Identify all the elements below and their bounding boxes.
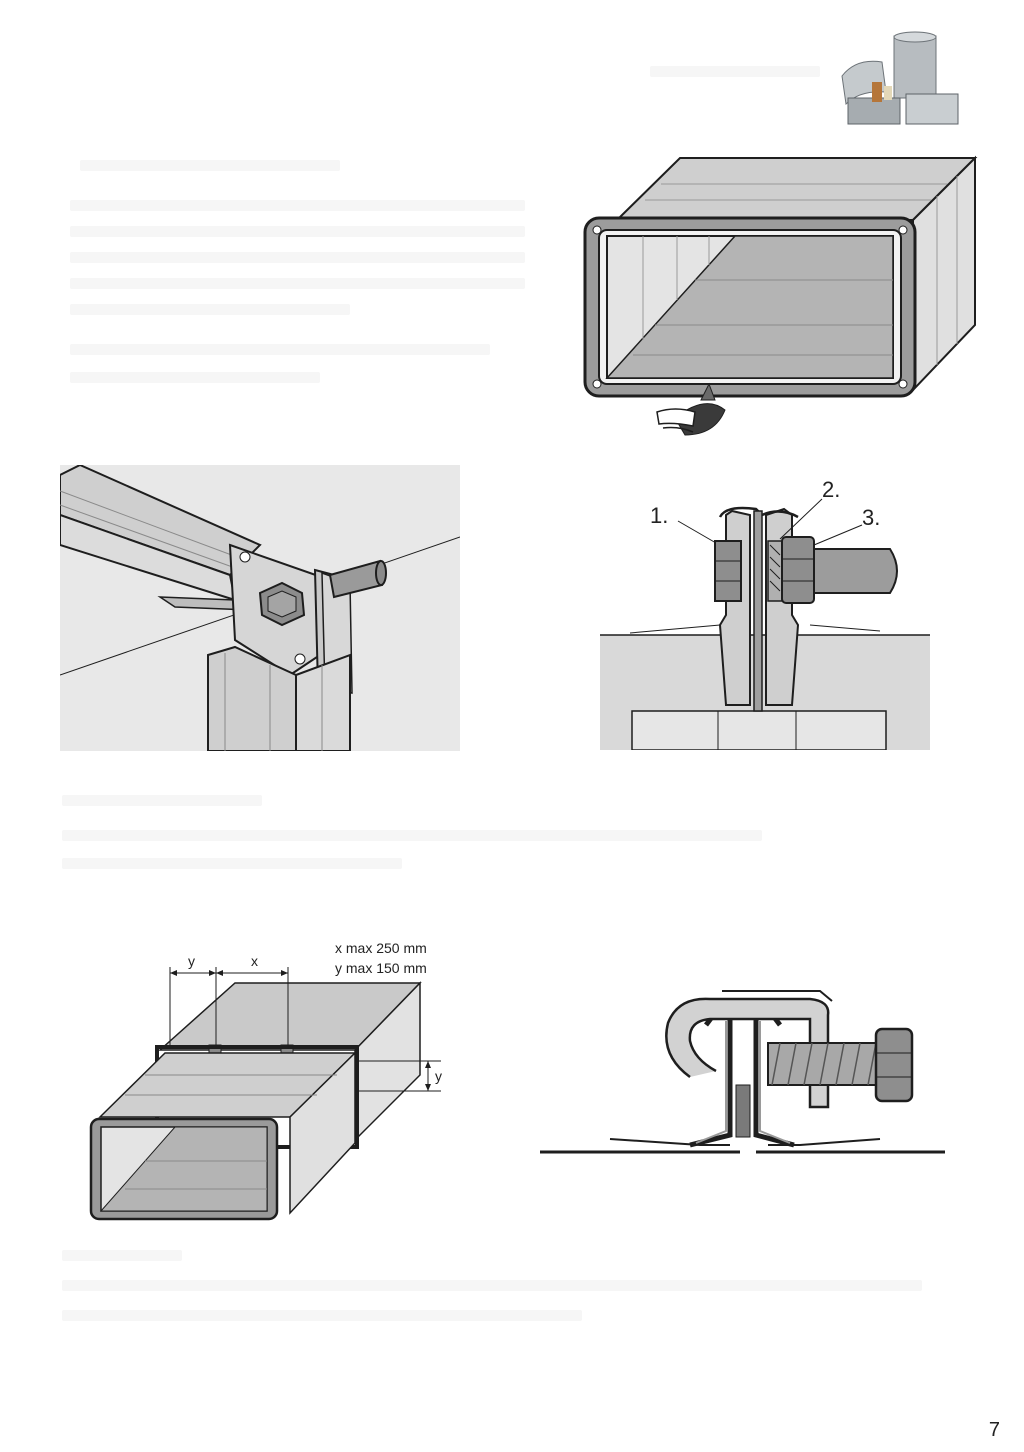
duct-sealant-figure [575,150,995,440]
note-x-max: x max 250 mm [335,940,427,956]
flange-corner-figure [60,465,460,751]
dimension-y-side-label: y [435,1068,442,1084]
sealant-gun-icon [656,382,726,436]
clamp-section-figure [540,985,945,1160]
dimension-y-label: y [188,953,195,969]
bolt-label-1: 1. [650,503,668,528]
page-number: 7 [988,1419,1000,1441]
bolt-label-2: 2. [822,477,840,502]
note-y-max: y max 150 mm [335,960,427,976]
bolt-label-3: 3. [862,505,880,530]
dimension-x-label: x [251,953,258,969]
duct-spacing-figure: y x y x max 250 mm y max 150 mm [85,935,465,1225]
bolt-section-figure: 1. 2. 3. [600,475,935,750]
duct-parts-thumbnail-icon [836,28,960,126]
